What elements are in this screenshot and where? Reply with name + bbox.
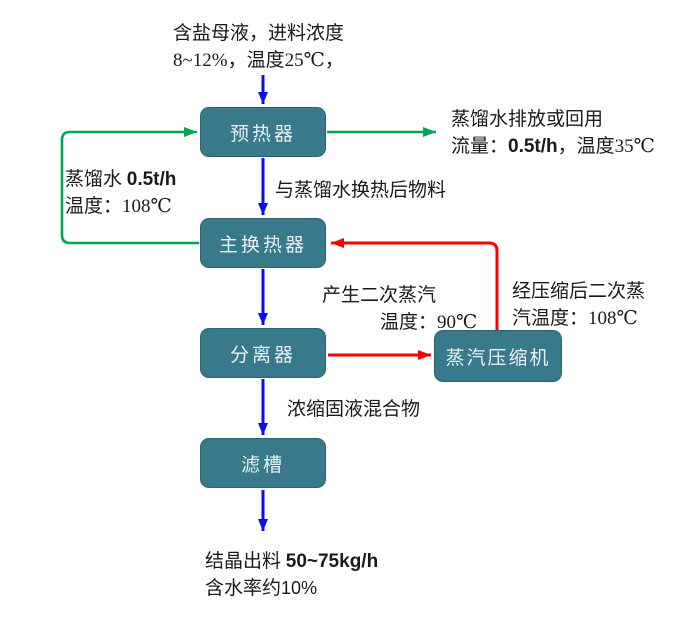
- box-preheater: 预热器: [200, 107, 326, 157]
- label-feed: 含盐母液，进料浓度 8~12%，温度25℃，: [173, 20, 344, 74]
- label-crystal-out-line2: 含水率约10%: [205, 575, 378, 602]
- label-secondary-steam: 产生二次蒸汽 温度：90℃: [322, 282, 477, 336]
- label-crystal-out-line1: 结晶出料 50~75kg/h: [205, 548, 378, 575]
- label-crystal-out-prefix: 结晶出料: [205, 551, 286, 572]
- label-compressed-steam: 经压缩后二次蒸 汽温度：108℃: [512, 278, 645, 332]
- label-feed-line2: 8~12%，温度25℃，: [173, 50, 344, 71]
- label-crystal-out: 结晶出料 50~75kg/h 含水率约10%: [205, 548, 378, 602]
- label-crystal-out-line2-prefix: 含水率约: [205, 578, 282, 599]
- label-distillate-out: 蒸馏水排放或回用 流量：0.5t/h，温度35℃: [451, 106, 655, 160]
- label-distilled-water-value: 0.5t/h: [126, 169, 177, 190]
- label-distilled-water-loop: 蒸馏水 0.5t/h 温度：108℃: [65, 166, 176, 220]
- label-crystal-out-value: 50~75kg/h: [285, 551, 379, 572]
- label-distilled-water-prefix: 蒸馏水: [65, 169, 127, 190]
- box-filter-tank: 滤槽: [200, 438, 326, 488]
- label-distillate-out-prefix: 流量：: [451, 136, 509, 157]
- label-concentrate: 浓缩固液混合物: [287, 399, 421, 420]
- label-compressed-steam-line2: 汽温度：108℃: [512, 308, 638, 329]
- label-distilled-water-line1: 蒸馏水 0.5t/h: [65, 166, 176, 193]
- box-main-heat-exchanger: 主换热器: [200, 218, 326, 268]
- label-distillate-out-value: 0.5t/h: [508, 136, 558, 157]
- box-separator: 分离器: [200, 328, 326, 378]
- label-secondary-steam-line1: 产生二次蒸汽: [322, 285, 437, 306]
- label-compressed-steam-line1: 经压缩后二次蒸: [512, 281, 646, 302]
- label-after-exchange: 与蒸馏水换热后物料: [275, 180, 447, 201]
- label-crystal-out-line2-value: 10%: [281, 578, 318, 598]
- label-feed-line1: 含盐母液，进料浓度: [173, 23, 345, 44]
- label-distilled-water-line2: 温度：108℃: [65, 196, 172, 217]
- box-vapor-compressor: 蒸汽压缩机: [434, 330, 562, 382]
- label-distillate-out-line2: 流量：0.5t/h，温度35℃: [451, 133, 655, 160]
- label-distillate-out-suffix: ，温度35℃: [557, 136, 655, 157]
- label-distillate-out-line1: 蒸馏水排放或回用: [451, 109, 604, 130]
- label-secondary-steam-line2: 温度：90℃: [380, 312, 478, 333]
